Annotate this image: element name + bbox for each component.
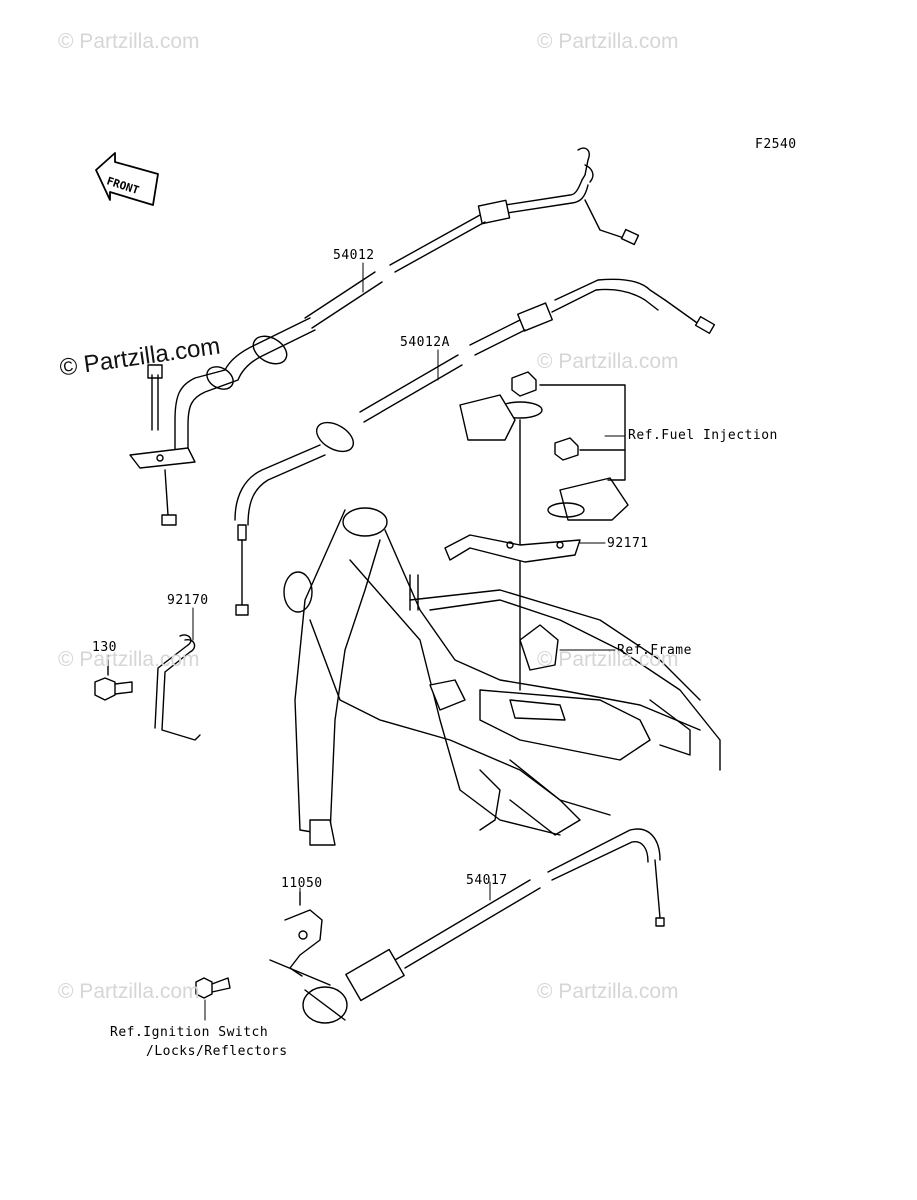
watermark: © Partzilla.com [58,648,200,671]
frame-icon [283,507,721,846]
bracket-11050 [284,891,323,977]
part-label-54017[interactable]: 54017 [466,873,508,888]
part-label-11050[interactable]: 11050 [281,876,323,891]
ref-ignition-switch[interactable]: Ref.Ignition Switch [110,1025,269,1040]
watermark: © Partzilla.com [58,980,200,1003]
throttle-cable-54012 [129,147,640,526]
watermark: © Partzilla.com [537,30,679,53]
part-label-130[interactable]: 130 [92,640,117,655]
ref-fuel-injection[interactable]: Ref.Fuel Injection [628,428,778,443]
part-label-92171[interactable]: 92171 [607,536,649,551]
throttle-cable-54012A [234,278,716,616]
leader-lines [107,262,626,1021]
front-arrow-icon: FRONT [95,152,159,206]
screw-icon [147,364,163,431]
part-label-54012A[interactable]: 54012A [400,335,450,350]
watermark: © Partzilla.com [58,30,200,53]
ref-locks-reflectors[interactable]: /Locks/Reflectors [146,1044,288,1059]
part-label-54012[interactable]: 54012 [333,248,375,263]
part-label-92170[interactable]: 92170 [167,593,209,608]
holder-92170 [154,634,201,741]
watermark: © Partzilla.com [537,350,679,373]
watermark: © Partzilla.com [537,648,679,671]
watermark: © Partzilla.com [537,980,679,1003]
fuel-injection-parts [444,371,629,691]
screw-icon [195,977,231,999]
ref-frame[interactable]: Ref.Frame [617,643,692,658]
figure-code: F2540 [755,137,797,152]
choke-cable-54017 [269,828,665,1024]
